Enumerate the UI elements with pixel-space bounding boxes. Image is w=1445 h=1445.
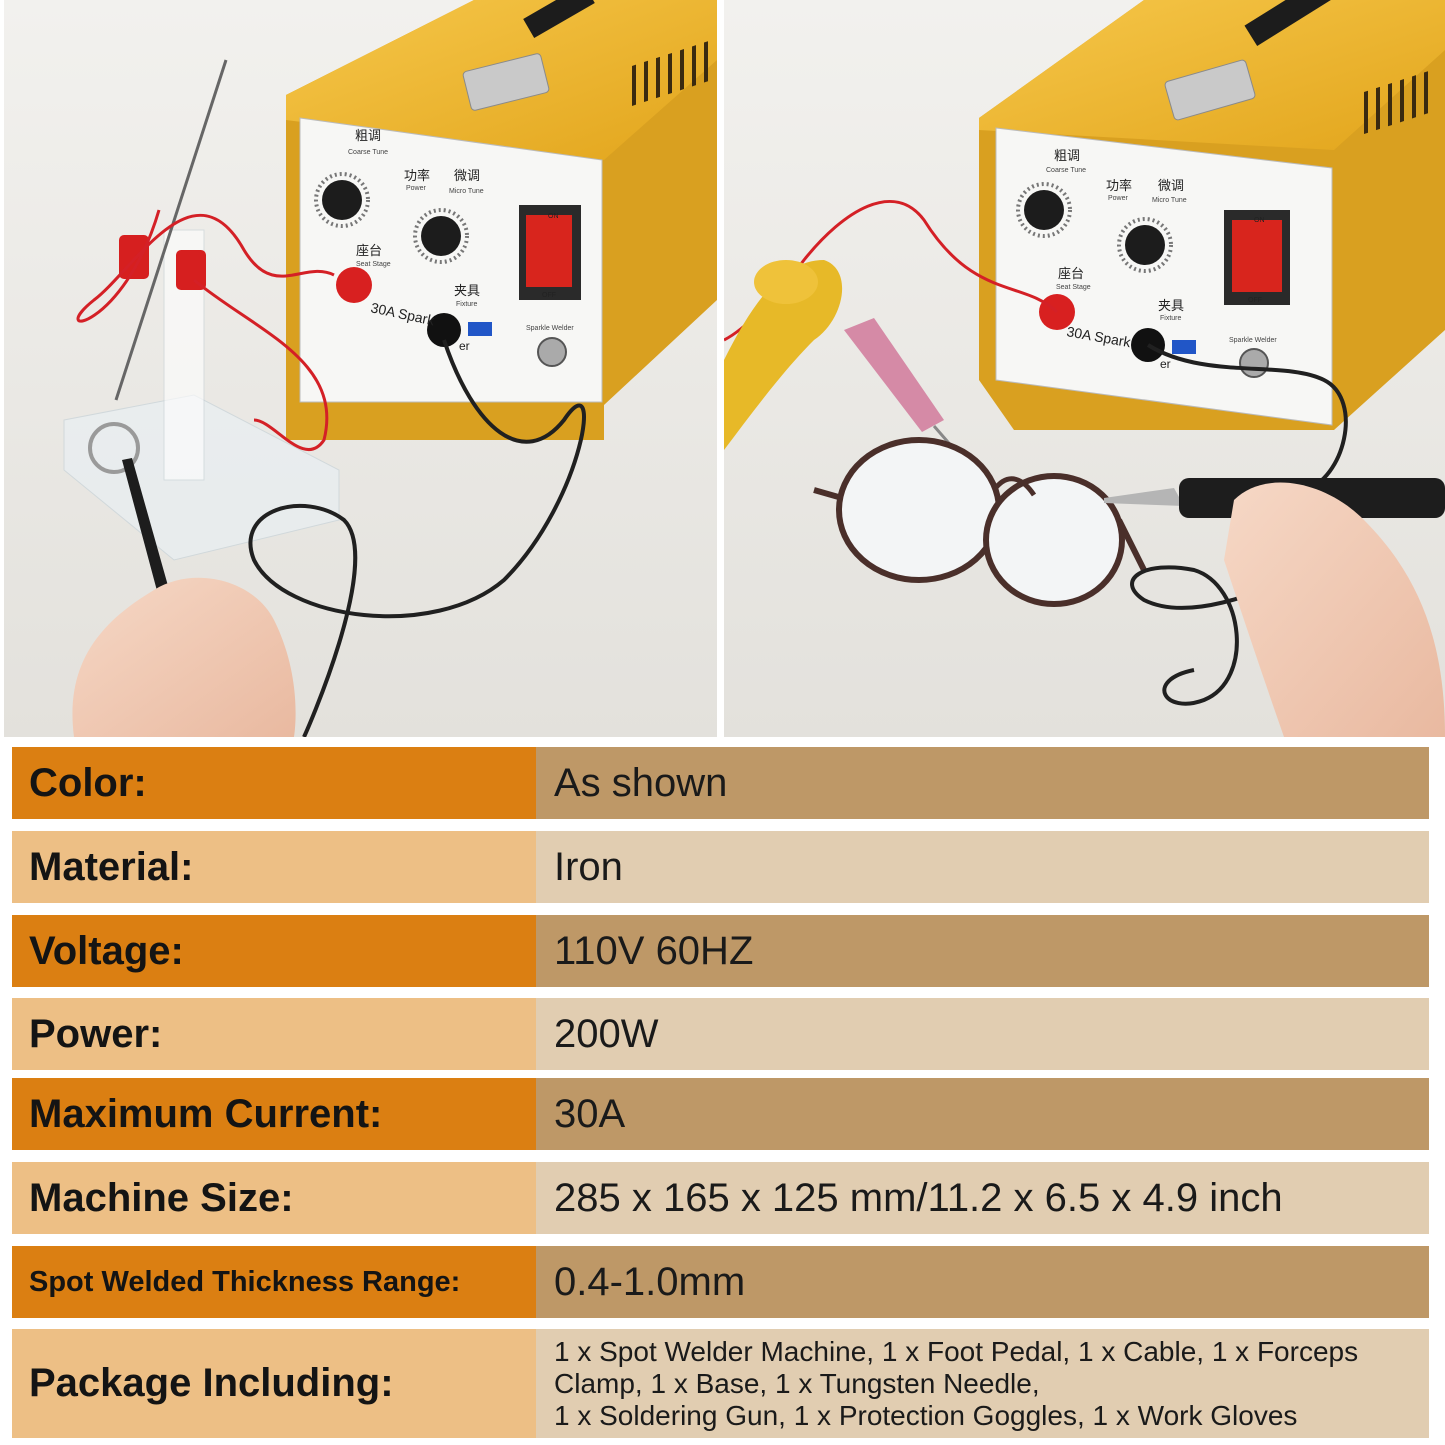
spec-row-power: Power: 200W	[12, 998, 1429, 1070]
micro-knob-icon	[421, 216, 461, 256]
label-fixture-cn: 夹具	[454, 283, 480, 298]
label-coarse-en: Coarse Tune	[348, 149, 388, 156]
spec-label-text: Material:	[29, 844, 194, 889]
label-power-cn: 功率	[404, 168, 430, 183]
black-terminal-icon	[427, 313, 461, 347]
spec-value-text: 110V 60HZ	[554, 928, 754, 973]
spec-value-text: 200W	[554, 1011, 659, 1056]
spec-label-text: Voltage:	[29, 928, 184, 973]
spec-label: Color:	[12, 747, 536, 819]
spec-row-color: Color: As shown	[12, 747, 1429, 819]
package-line: 1 x Soldering Gun, 1 x Protection Goggle…	[554, 1399, 1298, 1431]
label-coarse-en-right: Coarse Tune	[1046, 167, 1086, 174]
label-power-en-right: Power	[1108, 195, 1129, 202]
label-power-en: Power	[406, 185, 427, 192]
spec-row-voltage: Voltage: 110V 60HZ	[12, 915, 1429, 987]
coarse-knob-icon	[322, 180, 362, 220]
coarse-knob-icon-right	[1024, 190, 1064, 230]
label-micro-cn-right: 微调	[1158, 178, 1184, 193]
photo-left-illustration: 粗调 Coarse Tune 功率 Power 微调 Micro Tune 座台…	[4, 0, 717, 737]
package-line: Clamp, 1 x Base, 1 x Tungsten Needle,	[554, 1367, 1040, 1399]
label-micro-en: Micro Tune	[449, 188, 484, 195]
label-micro-cn: 微调	[454, 168, 480, 183]
hand-image	[72, 577, 296, 737]
spec-label-text: Power:	[29, 1011, 163, 1056]
spec-label: Voltage:	[12, 915, 536, 987]
spec-value-text: As shown	[554, 760, 728, 805]
label-coarse-cn-right: 粗调	[1054, 148, 1080, 163]
label-seat-cn-right: 座台	[1058, 266, 1084, 281]
label-model-suffix-right: er	[1160, 357, 1171, 371]
photo-right-illustration: 粗调 Coarse Tune 功率 Power 微调 Micro Tune 座台…	[724, 0, 1445, 737]
label-fixture-cn-right: 夹具	[1158, 298, 1184, 313]
vent-slots-right	[1364, 71, 1428, 135]
spec-value: 1 x Spot Welder Machine, 1 x Foot Pedal,…	[536, 1329, 1429, 1438]
spec-value: As shown	[536, 747, 1429, 819]
label-power-cn-right: 功率	[1106, 178, 1132, 193]
glasses-image	[836, 437, 1002, 583]
hand-image-right	[1224, 482, 1445, 737]
label-on-right: ON	[1254, 217, 1265, 224]
spec-label-text: Machine Size:	[29, 1175, 294, 1220]
power-switch-icon	[526, 215, 572, 287]
spec-value: 110V 60HZ	[536, 915, 1429, 987]
spec-label: Power:	[12, 998, 536, 1070]
label-seat-cn: 座台	[356, 243, 382, 258]
spec-label: Package Including:	[12, 1329, 536, 1438]
spec-row-max-current: Maximum Current: 30A	[12, 1078, 1429, 1150]
spec-value: 285 x 165 x 125 mm/11.2 x 6.5 x 4.9 inch	[536, 1162, 1429, 1234]
spec-row-thickness-range: Spot Welded Thickness Range: 0.4-1.0mm	[12, 1246, 1429, 1318]
soldering-gun-image	[724, 260, 843, 450]
label-model-suffix: er	[459, 339, 470, 353]
spec-label: Spot Welded Thickness Range:	[12, 1246, 536, 1318]
spec-label-text: Maximum Current:	[29, 1091, 383, 1136]
label-coarse-cn: 粗调	[355, 128, 381, 143]
label-fixture-en-right: Fixture	[1160, 315, 1182, 322]
spec-value-text: 30A	[554, 1091, 626, 1136]
photo-welding-ring: 粗调 Coarse Tune 功率 Power 微调 Micro Tune 座台…	[4, 0, 717, 737]
label-seat-en-right: Seat Stage	[1056, 284, 1091, 291]
vent-slots	[632, 41, 708, 106]
spec-value: 30A	[536, 1078, 1429, 1150]
spec-value-text: 0.4-1.0mm	[554, 1259, 746, 1304]
label-micro-en-right: Micro Tune	[1152, 197, 1187, 204]
spec-label: Maximum Current:	[12, 1078, 536, 1150]
label-off: OFF	[542, 292, 556, 299]
package-line: 1 x Spot Welder Machine, 1 x Foot Pedal,…	[554, 1335, 1359, 1367]
spec-value-text: 285 x 165 x 125 mm/11.2 x 6.5 x 4.9 inch	[554, 1175, 1283, 1220]
spec-label: Machine Size:	[12, 1162, 536, 1234]
spec-label-text: Color:	[29, 760, 147, 805]
spec-row-package: Package Including: 1 x Spot Welder Machi…	[12, 1329, 1429, 1438]
label-on: ON	[548, 213, 559, 220]
spec-row-machine-size: Machine Size: 285 x 165 x 125 mm/11.2 x …	[12, 1162, 1429, 1234]
label-off-right: OFF	[1248, 297, 1262, 304]
label-fixture-en: Fixture	[456, 301, 478, 308]
label-seat-en: Seat Stage	[356, 261, 391, 268]
spec-row-material: Material: Iron	[12, 831, 1429, 903]
label-sparkle-right: Sparkle Welder	[1229, 337, 1277, 344]
power-switch-icon-right	[1232, 220, 1282, 292]
spec-label: Material:	[12, 831, 536, 903]
spec-label-text: Spot Welded Thickness Range:	[29, 1265, 461, 1298]
photo-welding-glasses: 粗调 Coarse Tune 功率 Power 微调 Micro Tune 座台…	[724, 0, 1445, 737]
spec-value: 200W	[536, 998, 1429, 1070]
spec-value: Iron	[536, 831, 1429, 903]
micro-knob-icon-right	[1125, 225, 1165, 265]
red-terminal-icon	[336, 267, 372, 303]
spec-value: 0.4-1.0mm	[536, 1246, 1429, 1318]
product-photos: 粗调 Coarse Tune 功率 Power 微调 Micro Tune 座台…	[4, 0, 1445, 737]
spec-value-text: Iron	[554, 844, 623, 889]
label-sparkle: Sparkle Welder	[526, 325, 574, 332]
spec-label-text: Package Including:	[29, 1361, 394, 1405]
